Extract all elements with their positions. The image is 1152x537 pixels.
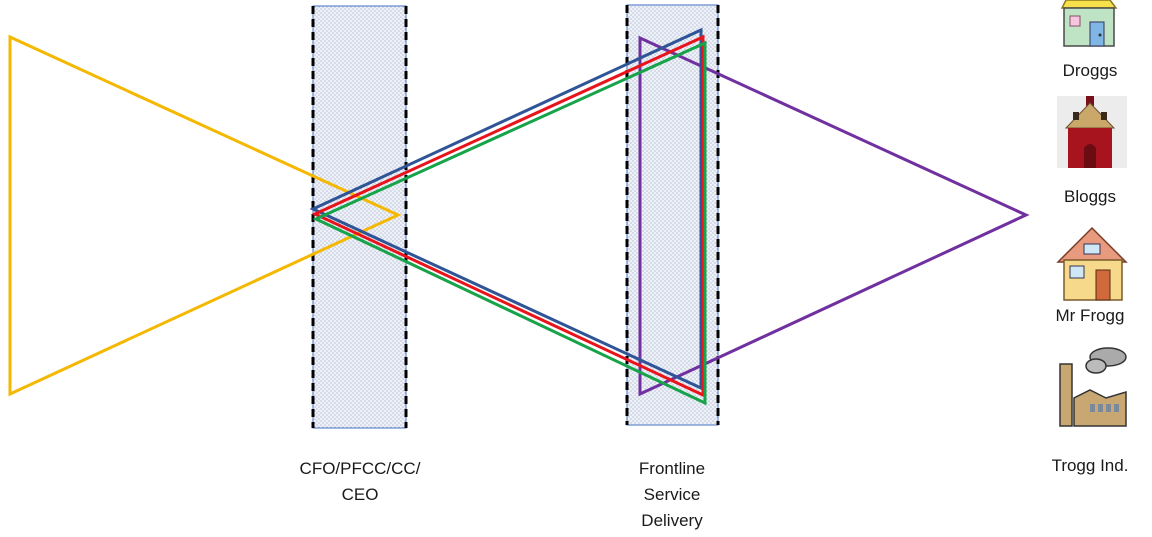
entity-label-trogg-ind: Trogg Ind. [1051,456,1129,475]
blue-triangle [309,27,703,391]
factory-icon [1059,347,1127,427]
red-house-icon [1057,96,1127,168]
cottage-house-icon [1056,226,1128,301]
column-label-cfo: CFO/PFCC/CC/ CEO [299,459,421,504]
column-label-frontline: Frontline Service Delivery [638,459,706,530]
red-triangle [311,34,705,398]
entity-label-mr-frogg: Mr Frogg [1055,306,1125,325]
cartoon-house-icon [1060,0,1118,47]
purple-triangle [638,35,1030,397]
gold-triangle [8,34,402,397]
entity-label-droggs: Droggs [1062,61,1118,80]
entity-label-bloggs: Bloggs [1064,187,1116,206]
green-triangle [312,40,707,406]
